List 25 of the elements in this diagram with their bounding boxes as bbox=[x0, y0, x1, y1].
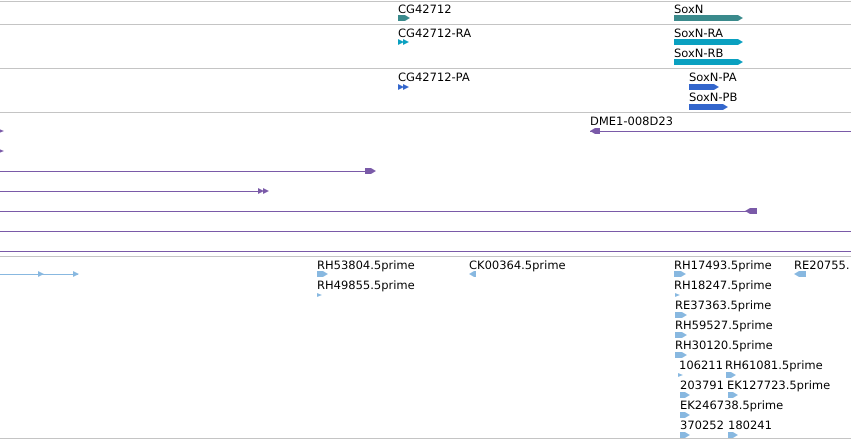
feature-label: RE20755. bbox=[794, 258, 850, 272]
feature-label: CK00364.5prime bbox=[469, 258, 566, 272]
feature-label: CG42712-PA bbox=[398, 70, 470, 84]
feature-label: 180241 bbox=[728, 418, 772, 432]
feature-label: SoxN-RB bbox=[674, 46, 724, 60]
feature-label: CG42712 bbox=[398, 2, 452, 16]
feature-label: CG42712-RA bbox=[398, 26, 472, 40]
feature-label: 370252 bbox=[680, 418, 724, 432]
feature-label: RH61081.5prime bbox=[725, 358, 823, 372]
feature-label: SoxN-PB bbox=[689, 90, 738, 104]
feature-label: SoxN-PA bbox=[689, 70, 737, 84]
feature-label: RH59527.5prime bbox=[675, 318, 773, 332]
feature-label: EK127723.5prime bbox=[727, 378, 830, 392]
feature-label: SoxN-RA bbox=[674, 26, 723, 40]
feature-label: 203791 bbox=[680, 378, 724, 392]
feature-label: 106211 bbox=[679, 358, 723, 372]
feature-label: DME1-008D23 bbox=[590, 114, 673, 128]
feature-label: RH30120.5prime bbox=[675, 338, 773, 352]
feature-label: SoxN bbox=[674, 2, 704, 16]
feature-label: EK246738.5prime bbox=[680, 398, 784, 412]
feature-label: RH18247.5prime bbox=[674, 278, 772, 292]
feature-label: RH53804.5prime bbox=[317, 258, 415, 272]
feature-label: RH49855.5prime bbox=[317, 278, 415, 292]
feature-label: RH17493.5prime bbox=[674, 258, 772, 272]
feature-label: RE37363.5prime bbox=[675, 298, 772, 312]
